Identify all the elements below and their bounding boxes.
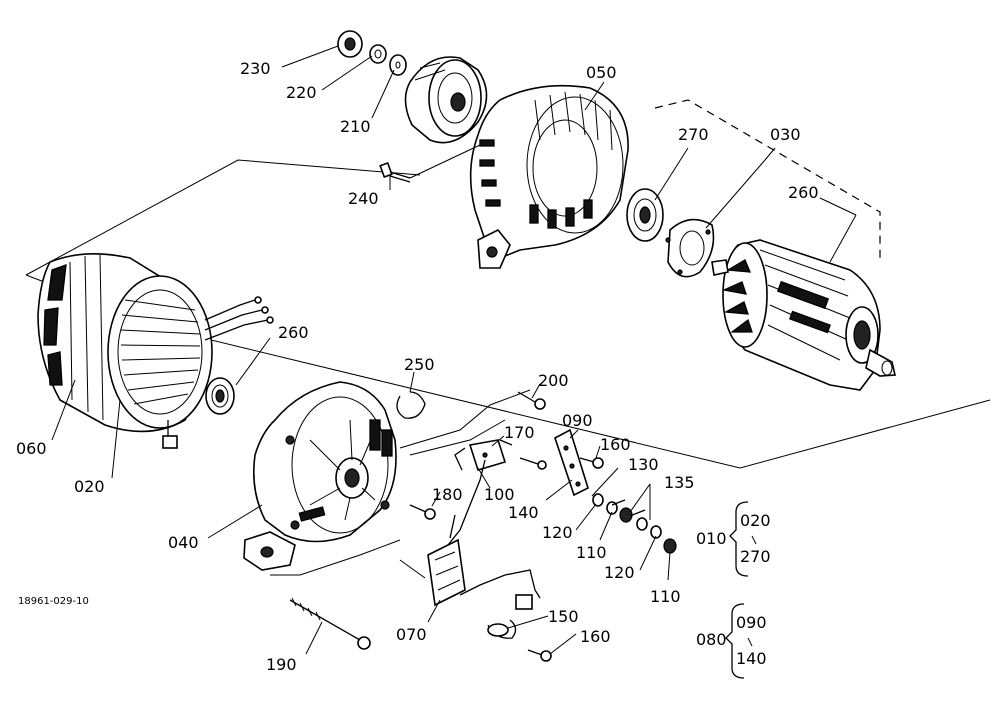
label-120-right: 120 xyxy=(604,563,635,582)
legend-010-from: 020 xyxy=(740,511,771,530)
label-180: 180 xyxy=(432,485,463,504)
label-170: 170 xyxy=(504,423,535,442)
label-160-top: 160 xyxy=(600,435,631,454)
part-labels: 230 220 210 240 050 270 030 260 260 060 … xyxy=(16,59,819,674)
label-200: 200 xyxy=(538,371,569,390)
pulley xyxy=(404,56,488,144)
legend-010-brace xyxy=(729,501,749,577)
bearing-260-lower xyxy=(205,377,235,415)
label-040: 040 xyxy=(168,533,199,552)
label-270: 270 xyxy=(678,125,709,144)
washer-220 xyxy=(369,44,387,64)
label-240: 240 xyxy=(348,189,379,208)
legend-010-parent: 010 xyxy=(696,529,727,548)
terminal-170 xyxy=(454,439,513,471)
screw-180 xyxy=(409,504,436,520)
label-260-top: 260 xyxy=(788,183,819,202)
regulator-070 xyxy=(427,459,541,610)
nut-230 xyxy=(337,30,363,58)
label-260-bottom: 260 xyxy=(278,323,309,342)
bearing-plate-030 xyxy=(665,218,715,278)
washer-210 xyxy=(389,54,407,76)
label-050: 050 xyxy=(586,63,617,82)
legend-group-010: 010 020 270 xyxy=(696,501,771,577)
label-250: 250 xyxy=(404,355,435,374)
label-190: 190 xyxy=(266,655,297,674)
label-130: 130 xyxy=(628,455,659,474)
legend-010-to: 270 xyxy=(740,547,771,566)
label-150: 150 xyxy=(548,607,579,626)
legend-group-080: 080 090 140 xyxy=(696,603,767,679)
label-100: 100 xyxy=(484,485,515,504)
label-090: 090 xyxy=(562,411,593,430)
label-220: 220 xyxy=(286,83,317,102)
stator-060 xyxy=(37,253,274,449)
clamp-150 xyxy=(487,619,517,639)
legend-080-to: 140 xyxy=(736,649,767,668)
legend-080-brace xyxy=(725,603,745,679)
label-210: 210 xyxy=(340,117,371,136)
screw-160-top xyxy=(579,457,604,469)
label-140: 140 xyxy=(508,503,539,522)
label-160-bottom: 160 xyxy=(580,627,611,646)
leader-lines xyxy=(51,45,857,655)
brush-holder-090 xyxy=(554,428,589,497)
label-070: 070 xyxy=(396,625,427,644)
washers-120-110 xyxy=(592,493,677,554)
reference-code: 18961-029-10 xyxy=(18,596,89,607)
label-060: 060 xyxy=(16,439,47,458)
screw-200 xyxy=(517,391,546,410)
label-030: 030 xyxy=(770,125,801,144)
screw-160-bottom xyxy=(527,649,552,662)
label-230: 230 xyxy=(240,59,271,78)
rotor-260 xyxy=(711,239,896,391)
label-135: 135 xyxy=(664,473,695,492)
bolt-240 xyxy=(379,161,411,183)
end-cover-050 xyxy=(469,84,629,269)
through-bolt-190 xyxy=(289,597,371,650)
label-120-left: 120 xyxy=(542,523,573,542)
label-110-left: 110 xyxy=(576,543,607,562)
label-020: 020 xyxy=(74,477,105,496)
label-110-right: 110 xyxy=(650,587,681,606)
clip-250 xyxy=(396,391,426,419)
rear-bracket-040 xyxy=(243,381,397,571)
legend-080-from: 090 xyxy=(736,613,767,632)
legend-080-parent: 080 xyxy=(696,630,727,649)
bearing-270 xyxy=(626,188,664,242)
bolt-screws-100 xyxy=(519,457,547,470)
